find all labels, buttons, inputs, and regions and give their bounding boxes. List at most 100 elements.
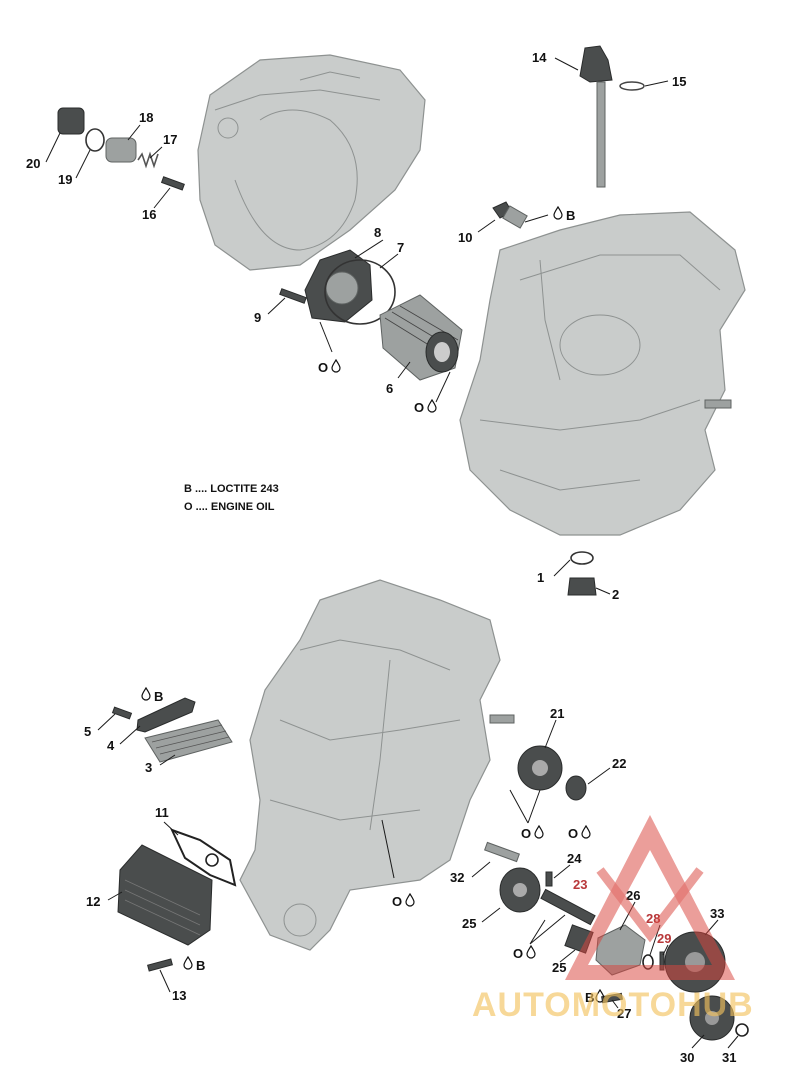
- callout-33: 33: [710, 906, 724, 921]
- watermark-text: AUTOMOTOHUB: [472, 986, 754, 1024]
- callout-9: 9: [254, 310, 261, 325]
- part-7-o-ring: [324, 259, 396, 325]
- oil-drop-icon: [405, 893, 415, 907]
- svg-text:O: O: [513, 946, 523, 961]
- callout-15: 15: [672, 74, 686, 89]
- part-24-pin: [545, 871, 553, 887]
- callout-13: 13: [172, 988, 186, 1003]
- part-5-bolt: [111, 706, 133, 720]
- callout-27: 27: [617, 1006, 631, 1021]
- callout-12: 12: [86, 894, 100, 909]
- callout-20: 20: [26, 156, 40, 171]
- part-12-oil-cooler: [117, 844, 213, 946]
- part-23-shaft: [540, 888, 596, 926]
- part-2-plug: [567, 577, 597, 596]
- part-13-bolt: [147, 958, 173, 972]
- callout-8: 8: [374, 225, 381, 240]
- callout-4: 4: [107, 738, 115, 753]
- callout-23: 23: [573, 877, 587, 892]
- part-30-gear: [689, 995, 735, 1041]
- svg-text:O: O: [392, 894, 402, 909]
- oil-symbol-pump: O: [513, 945, 536, 961]
- loctite-symbol-bolt-5: B: [141, 687, 163, 704]
- oil-drop-icon: [141, 687, 151, 701]
- callout-18: 18: [139, 110, 153, 125]
- loctite-symbol-bolt-27: B: [585, 989, 605, 1005]
- part-10-fitting: [492, 201, 528, 229]
- callout-17: 17: [163, 132, 177, 147]
- svg-text:O: O: [318, 360, 328, 375]
- loctite-symbol-fitting: B: [553, 206, 575, 223]
- lower-crankcase: [239, 579, 515, 951]
- part-9-bolt: [279, 288, 307, 304]
- part-22-bearing: [565, 775, 587, 801]
- svg-text:O: O: [521, 826, 531, 841]
- callout-6: 6: [386, 381, 393, 396]
- loctite-symbol-bolt-13: B: [183, 956, 205, 973]
- callout-7: 7: [397, 240, 404, 255]
- oil-drop-icon: [534, 825, 544, 839]
- legend-loctite: B .... LOCTITE 243: [184, 483, 279, 495]
- callout-10: 10: [458, 230, 472, 245]
- oil-drop-icon: [526, 945, 536, 959]
- upper-crankcase: [459, 211, 746, 536]
- part-15-o-ring: [619, 81, 645, 91]
- part-4-bracket: [136, 697, 196, 733]
- callout-29: 29: [657, 931, 671, 946]
- oil-symbol-bearing: O: [568, 825, 591, 841]
- callout-25-lower: 25: [552, 960, 566, 975]
- oil-drop-icon: [427, 399, 437, 413]
- part-21-gear: [517, 745, 563, 791]
- part-19-o-ring: [85, 128, 105, 152]
- part-16-bolt: [160, 176, 185, 191]
- svg-text:B: B: [585, 990, 594, 1005]
- callout-1: 1: [537, 570, 544, 585]
- part-17-spring: [137, 151, 159, 169]
- svg-text:B: B: [196, 958, 205, 973]
- part-11-gasket: [170, 828, 237, 887]
- part-18-sleeve: [105, 137, 137, 163]
- oil-drop-icon: [331, 359, 341, 373]
- part-25-rotor: [499, 867, 541, 913]
- oil-symbol-gear: O: [521, 825, 544, 841]
- leader-lines: [45, 57, 739, 1049]
- callout-32: 32: [450, 870, 464, 885]
- svg-text:B: B: [154, 689, 163, 704]
- oil-symbol-filter: O: [414, 399, 437, 415]
- legend-engine-oil: O .... ENGINE OIL: [184, 501, 275, 513]
- oil-drop-icon: [183, 956, 193, 970]
- callout-24: 24: [567, 851, 582, 866]
- part-1-o-ring: [570, 551, 594, 565]
- callout-3: 3: [145, 760, 152, 775]
- callout-16: 16: [142, 207, 156, 222]
- callout-25-upper: 25: [462, 916, 476, 931]
- callout-numbers: 14 15 10 20 19 18 17 16 8 7 9 6 1 2 5 4 …: [26, 50, 736, 1065]
- callout-2: 2: [612, 587, 619, 602]
- callout-19: 19: [58, 172, 72, 187]
- part-6-oil-filter: [379, 294, 463, 381]
- callout-31: 31: [722, 1050, 736, 1065]
- part-14-dipstick: [579, 45, 613, 188]
- part-32-pin: [484, 841, 520, 863]
- svg-text:B: B: [566, 208, 575, 223]
- svg-text:O: O: [568, 826, 578, 841]
- part-8-filter-cover: [304, 249, 373, 323]
- callout-11: 11: [155, 805, 169, 820]
- watermark-triangle: [565, 815, 735, 980]
- oil-symbol-crankcase: O: [392, 893, 415, 909]
- svg-text:O: O: [414, 400, 424, 415]
- callout-21: 21: [550, 706, 564, 721]
- oil-symbol-filter-cover: O: [318, 359, 341, 375]
- application-symbols: O O B B B O O O: [141, 206, 605, 1005]
- watermark-logo: AUTOMOTOHUB: [472, 815, 754, 1024]
- oil-drop-icon: [553, 206, 563, 220]
- part-3-screen: [144, 719, 233, 763]
- callout-22: 22: [612, 756, 626, 771]
- magneto-cover-housing: [197, 54, 426, 271]
- callout-26: 26: [626, 888, 640, 903]
- part-20-plug: [57, 107, 85, 135]
- callout-30: 30: [680, 1050, 694, 1065]
- callout-5: 5: [84, 724, 91, 739]
- oil-drop-icon: [581, 825, 591, 839]
